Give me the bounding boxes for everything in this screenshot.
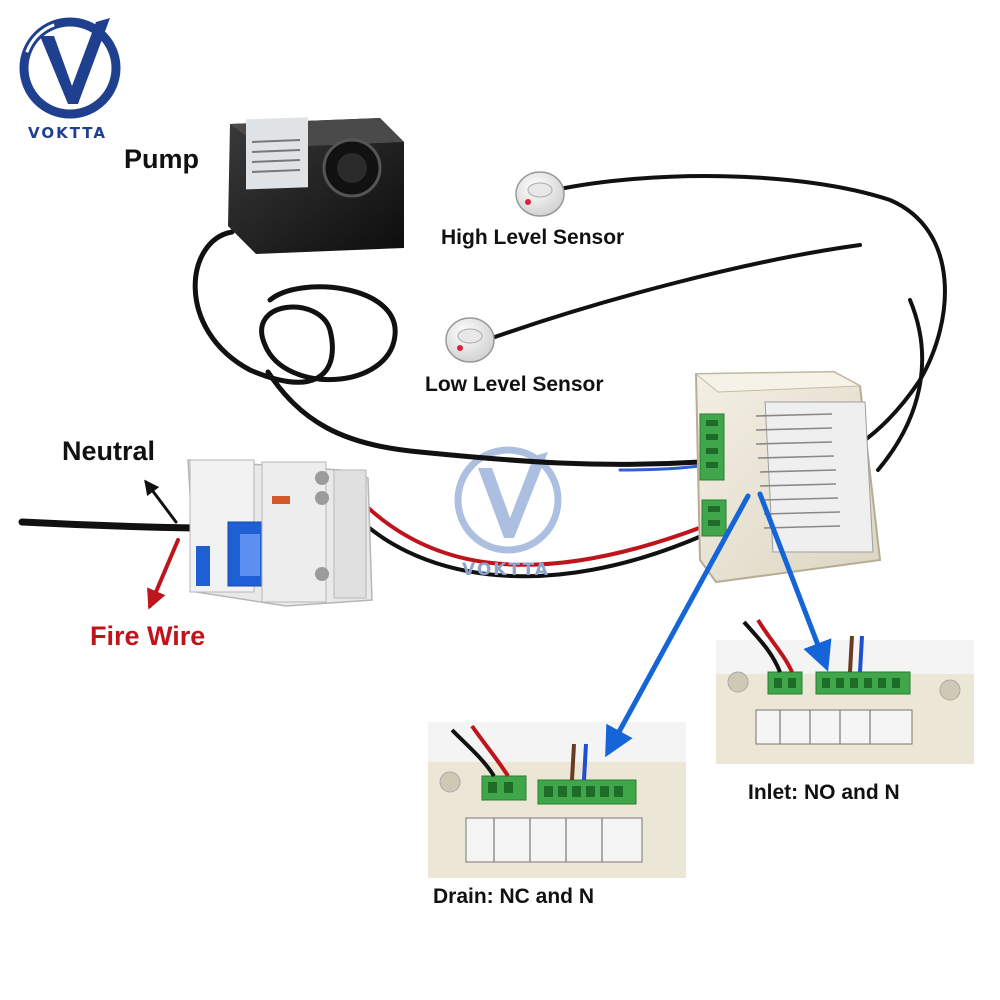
controller-board-image	[694, 370, 882, 584]
neutral-label: Neutral	[62, 436, 156, 466]
low-level-sensor-image	[445, 317, 495, 363]
arrow-to-inlet	[757, 491, 832, 672]
arrow-fire-wire	[147, 538, 180, 610]
pump-image	[228, 117, 404, 254]
drain-closeup-image	[428, 722, 686, 878]
watermark-text: VOKTTA	[462, 560, 550, 580]
drain-label: Drain: NC and N	[433, 885, 595, 908]
pump-label: Pump	[124, 144, 200, 174]
arrow-neutral	[144, 479, 178, 524]
inlet-label: Inlet: NO and N	[748, 781, 900, 804]
circuit-breaker-image	[187, 459, 373, 607]
brand-name: VOKTTA	[28, 124, 107, 142]
high-level-sensor-label: High Level Sensor	[441, 226, 625, 249]
voktta-logo-icon	[19, 17, 121, 119]
arrow-to-drain	[605, 493, 751, 758]
voktta-watermark-icon	[454, 446, 562, 554]
inlet-closeup-image	[716, 618, 974, 764]
low-level-sensor-label: Low Level Sensor	[425, 373, 604, 396]
fire-wire-label: Fire Wire	[90, 621, 206, 651]
pointer-arrows	[144, 479, 832, 758]
high-level-sensor-image	[515, 171, 565, 217]
